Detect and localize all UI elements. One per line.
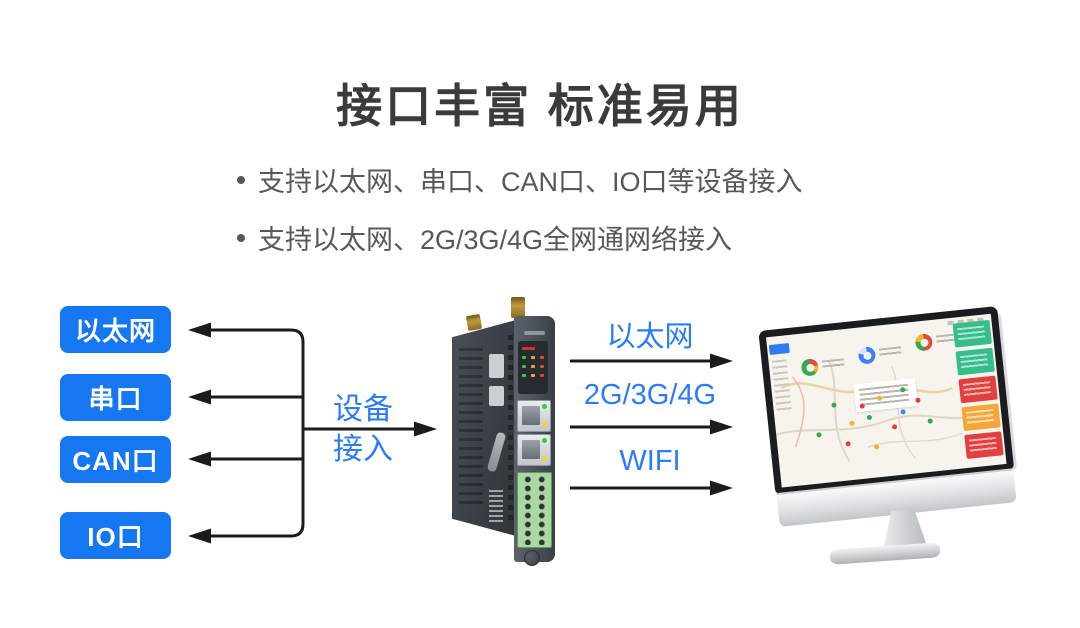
port-box-ethernet: 以太网 [60,306,171,353]
reset-button [524,550,540,566]
feature-item: 支持以太网、2G/3G/4G全网通网络接入 [237,218,803,257]
arrowhead-right [710,419,733,435]
led-red [540,365,544,368]
monitor-bezel [758,305,1015,495]
led-green [522,374,526,377]
ports-bracket [210,328,305,538]
bullet-dot [237,233,245,242]
antenna-connector-left [465,313,483,332]
feature-text: 支持以太网、串口、CAN口、IO口等设备接入 [258,167,803,197]
led-red [540,374,544,377]
device-access-label-line1: 设备 [333,393,393,426]
led-red [540,356,544,359]
terminal-screws [520,475,549,545]
port-box-can: CAN口 [60,436,171,483]
device-side-logo [486,431,507,473]
vent-slots [459,348,483,506]
arrowhead-left [188,451,211,467]
alert-card-red [958,375,998,404]
led-green [522,356,526,359]
arrowhead-right [414,421,437,437]
arrowhead-left [188,528,211,544]
device-label-sticker [489,354,504,378]
rj45-jack [522,406,540,425]
monitor [758,298,1024,570]
arrowhead-left [188,322,211,338]
bullet-dot [237,175,245,184]
led-orange [531,374,535,377]
edge-vent-strip [508,335,513,521]
feature-text: 支持以太网、2G/3G/4G全网通网络接入 [258,225,733,255]
alert-card-green [952,319,992,348]
device-label-sticker [489,386,504,406]
ethernet-port-1 [517,400,551,432]
monitor-screen-assembly [758,305,1018,528]
link-label-cellular: 2G/3G/4G [583,379,717,411]
link-label-ethernet: 以太网 [606,321,694,353]
led-orange [531,356,535,359]
dashboard-logo [768,342,790,356]
port-box-serial: 串口 [60,374,171,421]
arrowhead-right [710,353,733,369]
port-led-green [542,404,547,409]
arrowhead-right [710,480,733,496]
rj45-jack [522,440,540,459]
terminal-block [517,472,552,548]
alert-card-orange [961,403,1001,432]
power-led-bar [522,347,535,350]
led-indicator-panel [518,341,548,394]
device-brand-logo [524,331,545,335]
port-box-io: IO口 [60,512,171,559]
feature-list: 支持以太网、串口、CAN口、IO口等设备接入 支持以太网、2G/3G/4G全网通… [237,160,803,257]
device-side-text-block [489,490,503,522]
device-front-panel [514,316,555,566]
monitor-stand-base [829,542,941,565]
alert-card-red [964,431,1004,459]
device-access-label-line2: 接入 [333,433,393,466]
arrowhead-left [188,389,211,405]
status-led-grid [522,356,544,377]
port-led-green [542,438,547,443]
feature-item: 支持以太网、串口、CAN口、IO口等设备接入 [237,160,803,199]
gateway-device [450,296,562,572]
alert-card-green [955,347,995,376]
page-title: 接口丰富 标准易用 [336,80,744,132]
antenna-connector-right [511,297,525,318]
link-label-wifi: WIFI [619,445,681,477]
led-orange [531,365,535,368]
dashboard-screen [766,313,1007,488]
led-green [522,365,526,368]
device-side-face [452,320,516,536]
port-led-yellow [542,422,547,427]
ethernet-port-2 [517,434,551,466]
port-led-yellow [542,456,547,461]
